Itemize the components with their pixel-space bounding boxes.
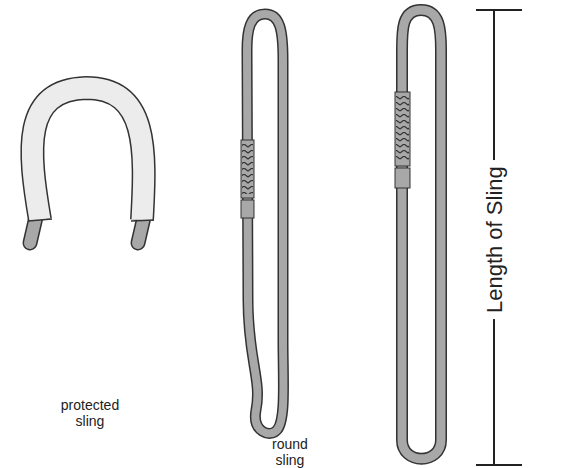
part-name: protected sling bbox=[50, 397, 130, 429]
part-name: round sling bbox=[265, 436, 315, 468]
round-sling bbox=[241, 14, 283, 433]
measured-sling bbox=[395, 10, 441, 459]
dimension-line bbox=[476, 10, 522, 465]
dimension-label: Length of Sling bbox=[481, 161, 506, 320]
protected-sling bbox=[28, 88, 154, 243]
